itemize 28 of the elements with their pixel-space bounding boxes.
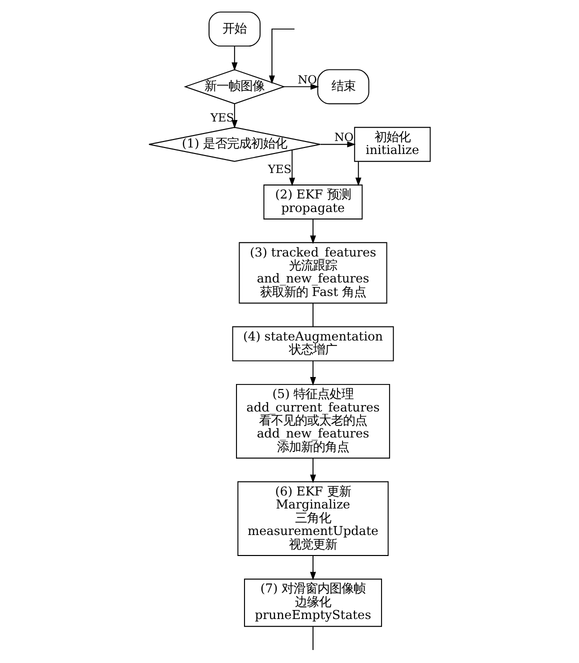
arrow	[268, 28, 295, 84]
node-box: (5) 特征点处理 add_current_features 看不见的或太老的点 add_new_features 添加新的角点	[236, 384, 390, 459]
node-box: (2) EKF 预测 propagate	[263, 184, 363, 220]
edge-label: YES	[268, 162, 292, 176]
arrow	[310, 458, 316, 484]
node-diamond: 新一帧图像	[184, 69, 286, 104]
node-box: 结束	[317, 69, 370, 104]
arrow	[355, 161, 362, 186]
connector	[312, 626, 314, 650]
arrow	[289, 150, 296, 186]
node-box: 初始化 initialize	[354, 126, 431, 162]
edge-label: YES	[210, 110, 234, 124]
arrow	[310, 218, 316, 244]
arrow	[232, 104, 238, 129]
arrow	[320, 141, 356, 148]
node-diamond: (1) 是否完成初始化	[148, 126, 321, 162]
edge-label: NO	[334, 130, 354, 144]
arrow	[283, 84, 320, 90]
arrow	[310, 360, 316, 386]
node-box: (3) tracked_features 光流跟踪 and_new_features 获取新的 Fast 角点	[238, 242, 388, 304]
node-box: (4) stateAugmentation 状态增广	[232, 326, 394, 362]
node-box: (6) EKF 更新 Marginalize 三角化 measurementUpdate 视觉更新	[237, 481, 389, 556]
arrow	[310, 555, 316, 580]
arrow	[232, 46, 238, 71]
connector	[312, 302, 314, 328]
node-box: 开始	[208, 12, 261, 47]
edge-label: NO	[298, 72, 317, 86]
node-box: (7) 对滑窗内图像帧 边缘化 pruneEmptyStates	[244, 578, 382, 627]
